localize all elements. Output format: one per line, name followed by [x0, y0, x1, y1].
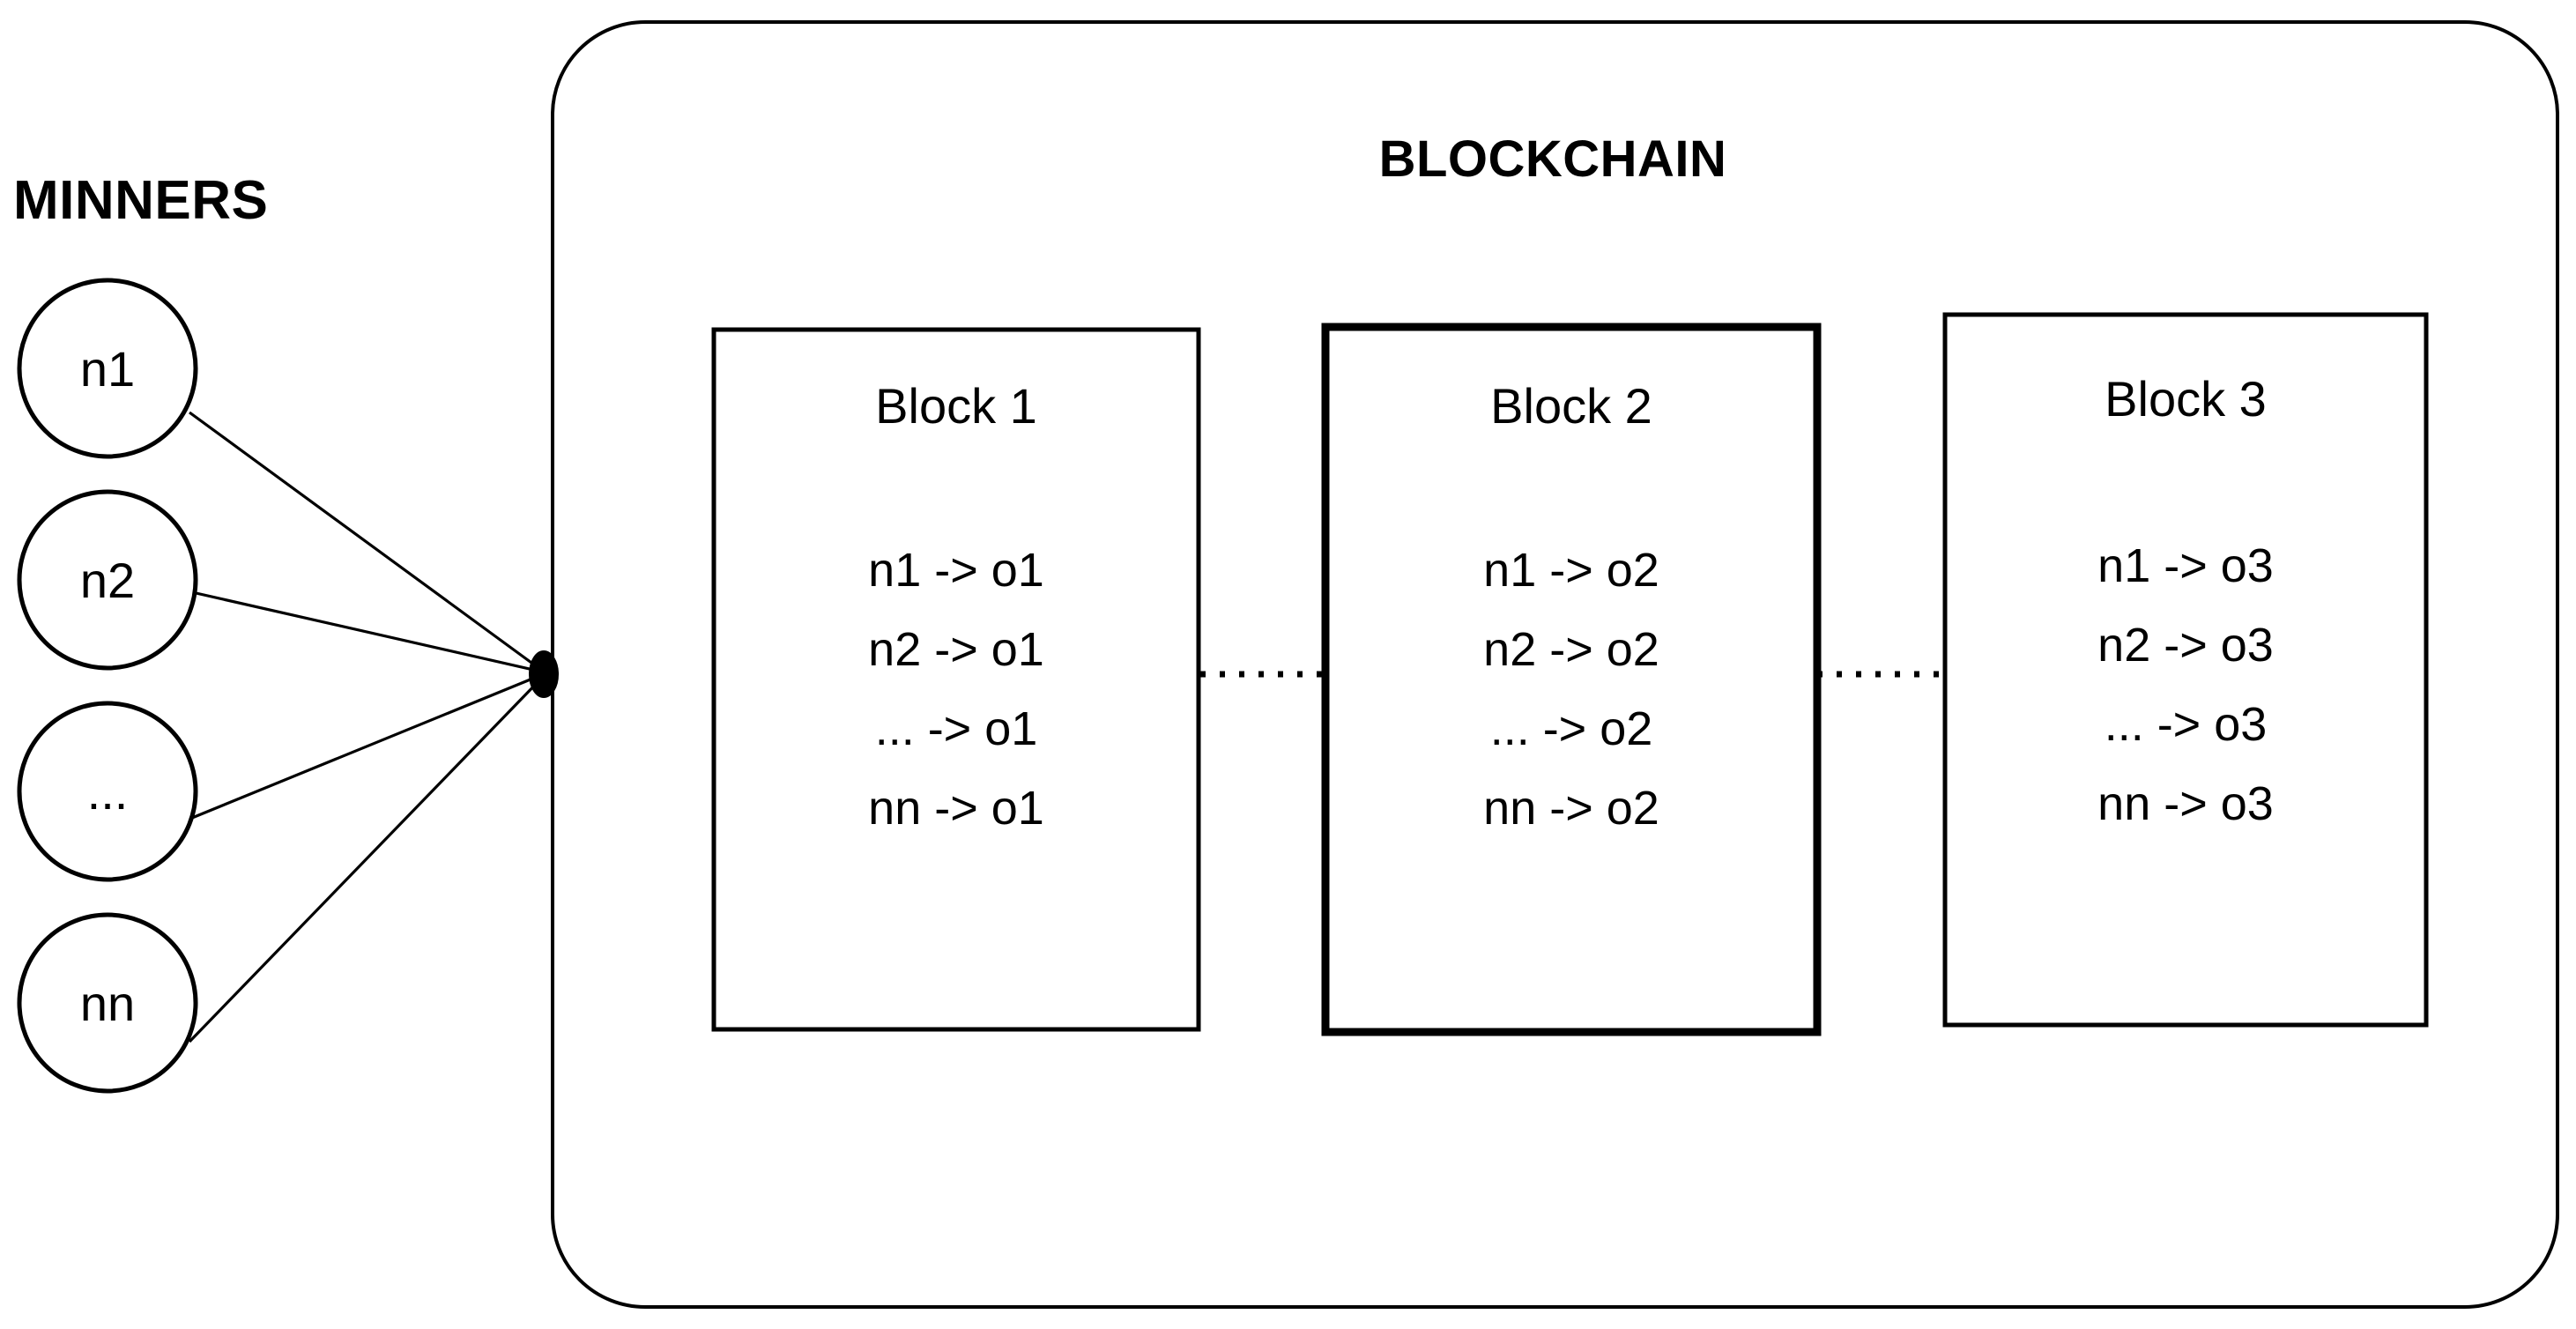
- block-outline[interactable]: [1321, 323, 1822, 1036]
- block-outline[interactable]: [711, 327, 1201, 1032]
- miner-circle[interactable]: [17, 912, 198, 1094]
- miner-circle[interactable]: [17, 489, 198, 671]
- block-transaction: ... -> o3: [2105, 698, 2268, 751]
- block-transaction: n1 -> o2: [1483, 544, 1659, 597]
- miner-label: nn: [80, 976, 135, 1031]
- connector-n2-to-chain: [191, 590, 542, 673]
- block-title: Block 1: [875, 378, 1037, 434]
- miner-node-n1[interactable]: n1: [17, 278, 198, 459]
- connector-ellipsis-to-chain: [191, 673, 542, 820]
- miner-node-n2[interactable]: n2: [17, 489, 198, 671]
- connector-junction-arrowhead: [529, 650, 559, 698]
- miner-label: n2: [80, 553, 135, 608]
- miner-node-nn[interactable]: nn: [17, 912, 198, 1094]
- block-transaction: ... -> o1: [875, 702, 1038, 755]
- miner-label: n1: [80, 341, 135, 397]
- miner-label: ...: [87, 764, 129, 820]
- miner-circle[interactable]: [17, 278, 198, 459]
- block-transaction: n2 -> o2: [1483, 623, 1659, 676]
- block-transaction: ... -> o2: [1490, 702, 1653, 755]
- block-transaction: n1 -> o3: [2097, 539, 2274, 592]
- block-transaction: nn -> o3: [2097, 777, 2274, 830]
- connector-nn-to-chain: [188, 677, 543, 1043]
- block-title: Block 3: [2105, 371, 2267, 427]
- miner-node-ellipsis[interactable]: ...: [17, 701, 198, 882]
- minners-heading: MINNERS: [13, 170, 268, 231]
- miner-circle[interactable]: [17, 701, 198, 882]
- block-transaction: n2 -> o1: [868, 623, 1044, 676]
- block-card-2[interactable]: Block 2 n1 -> o2 n2 -> o2 ... -> o2 nn -…: [1321, 323, 1822, 1036]
- block-transaction: nn -> o1: [868, 782, 1044, 835]
- block-transaction: n1 -> o1: [868, 544, 1044, 597]
- miner-connector-group: [188, 411, 559, 1043]
- block-title: Block 2: [1490, 378, 1652, 434]
- block-transaction: n2 -> o3: [2097, 619, 2274, 672]
- block-transaction: nn -> o2: [1483, 782, 1659, 835]
- block-outline[interactable]: [1942, 312, 2429, 1028]
- block-card-3[interactable]: Block 3 n1 -> o3 n2 -> o3 ... -> o3 nn -…: [1942, 312, 2429, 1028]
- block-card-1[interactable]: Block 1 n1 -> o1 n2 -> o1 ... -> o1 nn -…: [711, 327, 1201, 1032]
- connector-n1-to-chain: [189, 411, 542, 672]
- blockchain-heading: BLOCKCHAIN: [1379, 130, 1727, 188]
